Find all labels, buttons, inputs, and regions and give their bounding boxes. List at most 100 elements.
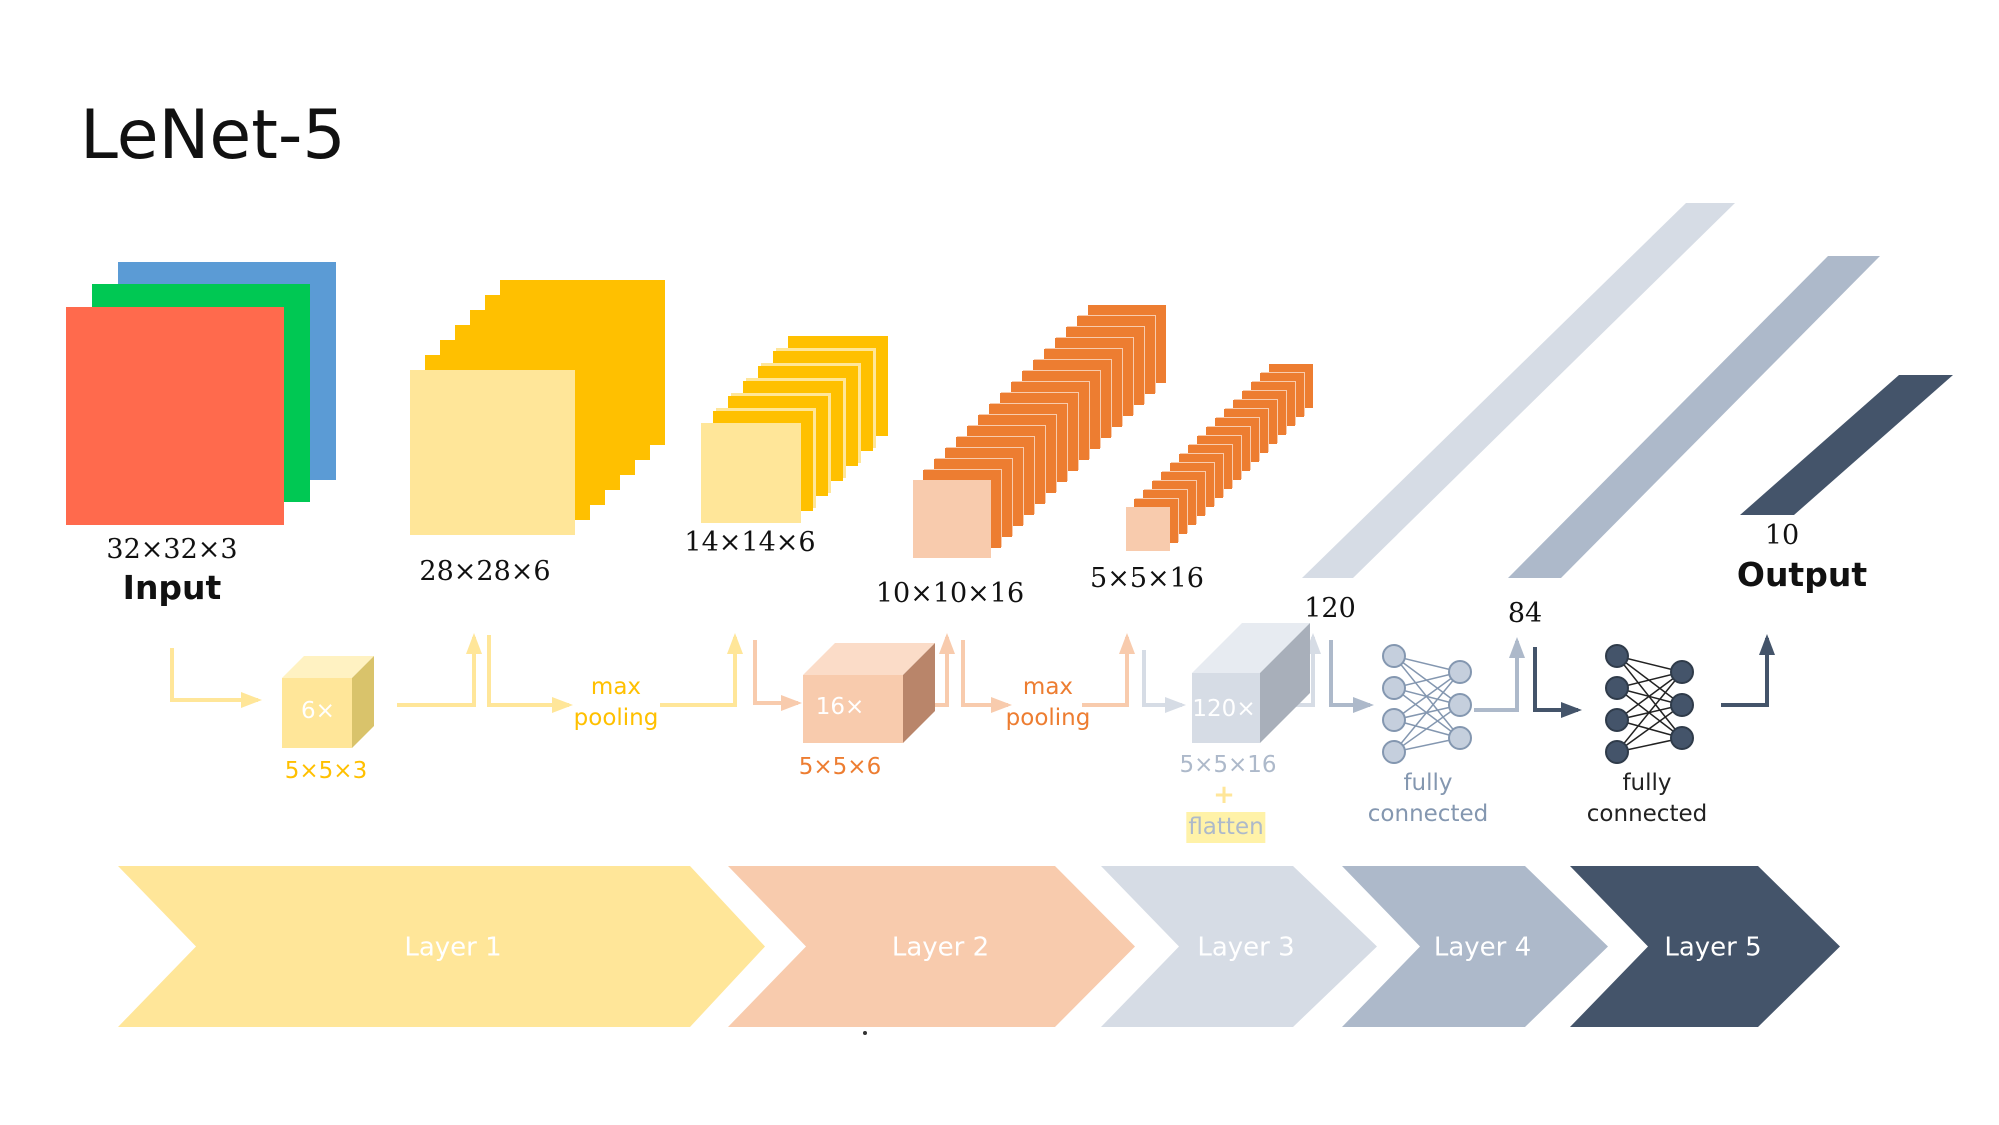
fully-connected-icon-1 <box>1382 644 1472 764</box>
nn-input-node <box>1605 676 1629 700</box>
nn-output-node <box>1448 693 1472 717</box>
nn-connection <box>1616 671 1683 753</box>
conv1-count-label: 6× <box>301 698 335 724</box>
arrow-to-pool1-head <box>552 697 573 713</box>
arrow-to-fc1-head <box>1353 697 1374 713</box>
fc84-vector <box>1508 256 1880 578</box>
stray-dot <box>863 1031 867 1035</box>
arrow-to-fc2 <box>1533 647 1578 712</box>
nn-input-node <box>1382 644 1406 668</box>
arrow-input-to-conv1 <box>170 648 258 702</box>
layer-1-chevron <box>118 866 765 1027</box>
nn-output-node <box>1670 693 1694 717</box>
conv2-kernel-cube-top <box>803 643 935 675</box>
layer-4-label: Layer 4 <box>1434 933 1531 963</box>
conv2-kernel-label: 5×5×6 <box>798 754 882 780</box>
conv2-dim-label: 10×10×16 <box>875 578 1025 609</box>
conv1-kernel-label: 5×5×3 <box>284 758 368 784</box>
fc120-dim-label: 120 <box>1304 593 1356 624</box>
arrow-to-output <box>1721 638 1769 707</box>
arrow-to-pool1 <box>487 635 569 707</box>
arrow-fc1-up <box>1474 641 1519 712</box>
layer-2-label: Layer 2 <box>892 933 989 963</box>
nn-connection <box>1393 671 1461 721</box>
nn-output-node <box>1448 660 1472 684</box>
kernel-cubes <box>282 623 1310 748</box>
pool1-label: max pooling <box>573 674 659 731</box>
conv2-count-label: 16× <box>815 694 865 720</box>
arrow-input-to-conv1-head <box>241 692 262 708</box>
fc120-vector <box>1302 203 1735 578</box>
arrow-to-pool2 <box>961 640 1008 707</box>
nn-output-node <box>1670 660 1694 684</box>
nn-input-node <box>1605 708 1629 732</box>
conv1-kernel-cube-front <box>282 678 352 748</box>
layer-2-chevron <box>728 866 1135 1027</box>
pool2-front <box>1126 507 1170 551</box>
pool2-feature-maps <box>1126 364 1313 551</box>
arrow-conv1-up <box>397 637 476 707</box>
arrow-pool1-up <box>660 637 737 707</box>
conv1-kernel-cube-top <box>282 656 374 678</box>
conv1-dim-label: 28×28×6 <box>419 556 551 587</box>
layer-3-chevron <box>1101 866 1377 1027</box>
arrow-to-conv3 <box>1142 650 1182 707</box>
arrow-to-conv2-head <box>781 695 802 711</box>
arrow-pool2-up-head <box>1119 633 1135 654</box>
pool1-feature-maps <box>701 336 888 523</box>
arrow-pool1-up-head <box>727 633 743 654</box>
page-title: LeNet-5 <box>80 96 346 175</box>
pool1-front <box>701 423 801 523</box>
conv3-kernel-cube-front <box>1192 673 1260 743</box>
input-channel-red <box>66 307 284 525</box>
conv3-plus-label: + <box>1213 780 1235 810</box>
arrow-conv1-up-head <box>466 633 482 654</box>
layer-3-label: Layer 3 <box>1197 933 1294 963</box>
layer-4-chevron <box>1342 866 1608 1027</box>
arrow-to-fc1 <box>1329 640 1370 707</box>
nn-connection <box>1616 671 1683 721</box>
pool2-label: max pooling <box>1005 674 1091 731</box>
fc1-label: fully connected <box>1367 770 1489 827</box>
output-dim-label: 10 <box>1764 520 1800 551</box>
nn-output-node <box>1448 726 1472 750</box>
input-name-label: Input <box>122 568 222 607</box>
layer-5-chevron <box>1570 866 1840 1027</box>
conv3-count-label: 120× <box>1192 696 1256 722</box>
conv1-front <box>410 370 575 535</box>
arrow-conv2-up-head <box>939 633 955 654</box>
conv2-feature-maps <box>913 305 1166 558</box>
conv3-kernel-cube-top <box>1192 623 1310 673</box>
arrow-fc1-up-head <box>1509 637 1525 658</box>
conv2-front <box>913 480 991 558</box>
input-dim-label: 32×32×3 <box>106 534 238 565</box>
input-image-stack <box>66 262 336 525</box>
conv2-kernel-cube-side <box>903 643 935 743</box>
arrow-to-fc2-head <box>1561 702 1582 718</box>
output-name-label: Output <box>1736 555 1868 594</box>
fc84-dim-label: 84 <box>1507 598 1543 629</box>
conv3-flatten-label: flatten <box>1186 812 1266 843</box>
pool2-dim-label: 5×5×16 <box>1090 563 1204 594</box>
nn-input-node <box>1382 708 1406 732</box>
conv3-kernel-label: 5×5×16 <box>1179 752 1277 778</box>
arrow-to-pool2-head <box>991 697 1012 713</box>
flow-arrows <box>170 633 1775 718</box>
pool1-dim-label: 14×14×6 <box>684 527 816 558</box>
layer-1-label: Layer 1 <box>404 933 501 963</box>
nn-output-node <box>1670 726 1694 750</box>
nn-input-node <box>1382 740 1406 764</box>
fc2-label: fully connected <box>1586 770 1708 827</box>
arrow-to-conv3-head <box>1165 697 1186 713</box>
conv3-kernel-cube-side <box>1260 623 1310 743</box>
arrow-pool2-up <box>1082 637 1129 707</box>
nn-connection <box>1616 704 1683 753</box>
nn-input-node <box>1382 676 1406 700</box>
nn-connection <box>1393 704 1461 753</box>
nn-connection <box>1393 671 1461 753</box>
arrow-to-conv2 <box>753 640 798 705</box>
conv1-feature-maps <box>410 280 665 535</box>
conv2-kernel-cube-front <box>803 675 903 743</box>
